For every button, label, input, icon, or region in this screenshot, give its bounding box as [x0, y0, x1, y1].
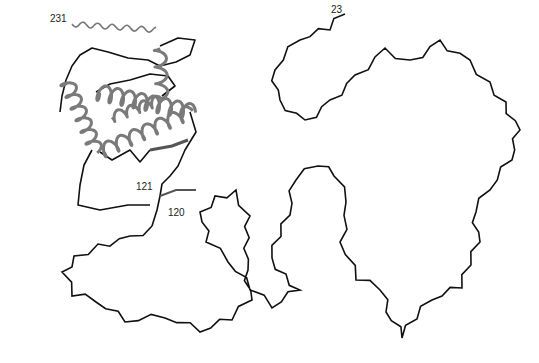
loop: [78, 150, 150, 210]
unstructured-chain: [62, 14, 520, 338]
residue-number: 23: [331, 5, 342, 15]
alpha-helix: [61, 83, 102, 153]
strand: [150, 140, 188, 150]
strand: [160, 190, 196, 196]
helix-ribbons: [61, 49, 196, 157]
c-terminal-tail: [72, 22, 156, 32]
alpha-helix: [103, 107, 193, 157]
residue-number: 120: [168, 208, 185, 218]
folded-domain-loops: [60, 38, 196, 226]
residue-number: 121: [136, 182, 153, 192]
alpha-helix: [112, 96, 162, 121]
residue-number: 231: [50, 14, 67, 24]
beta-strands: [150, 140, 196, 196]
loop: [152, 112, 196, 226]
alpha-helix: [154, 49, 168, 99]
